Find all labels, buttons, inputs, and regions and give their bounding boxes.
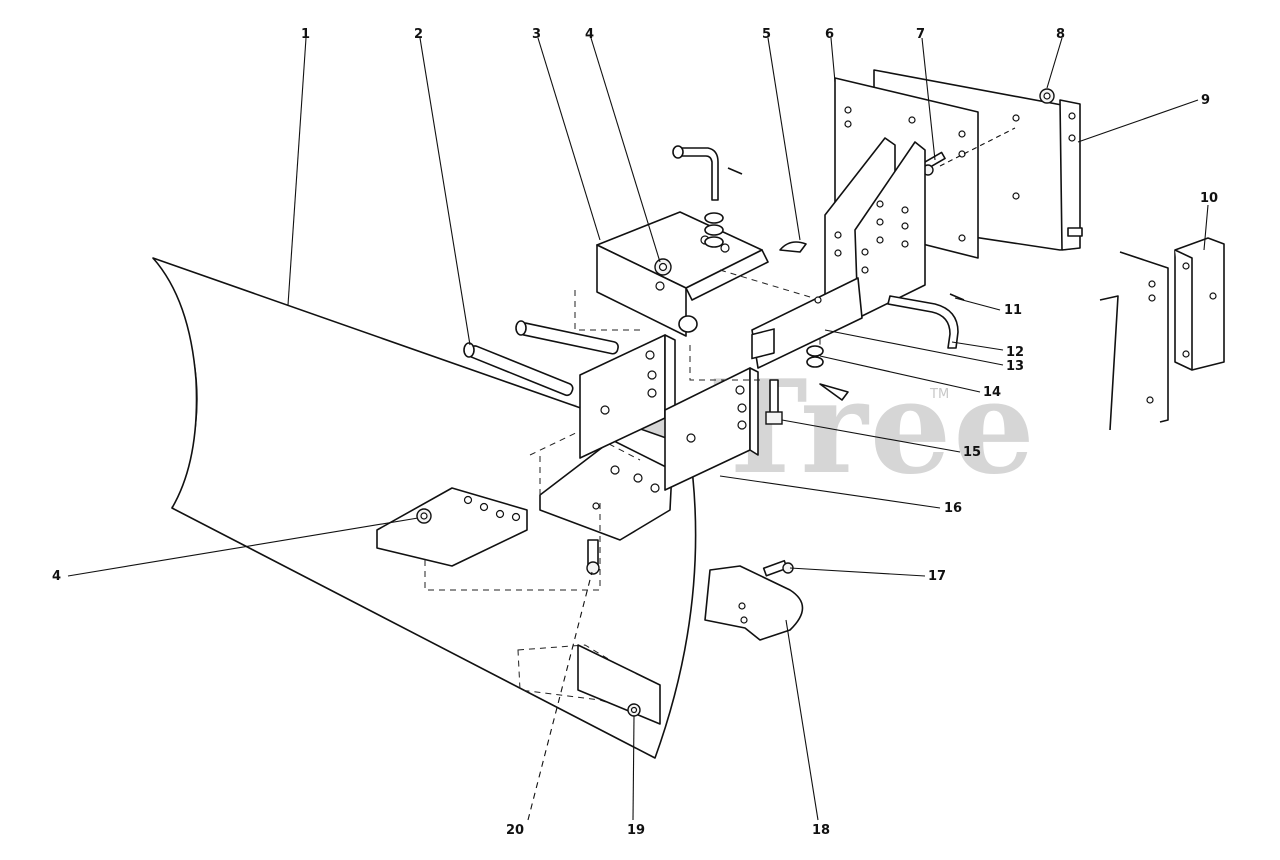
callout-20: 20 bbox=[506, 823, 524, 838]
tube-washers bbox=[806, 345, 824, 368]
callout-11: 11 bbox=[1004, 303, 1022, 318]
callout-3: 3 bbox=[532, 27, 541, 42]
callout-4-left: 4 bbox=[52, 569, 61, 584]
leader-lines bbox=[67, 37, 1209, 821]
callout-4-top: 4 bbox=[585, 27, 594, 42]
callout-15: 15 bbox=[963, 445, 981, 460]
pivot-pin-short bbox=[515, 320, 619, 355]
callout-5: 5 bbox=[762, 27, 771, 42]
callout-1: 1 bbox=[301, 27, 310, 42]
push-tube bbox=[751, 277, 863, 369]
cotter-pin bbox=[779, 241, 807, 253]
callout-9: 9 bbox=[1201, 93, 1210, 108]
callout-16: 16 bbox=[944, 501, 962, 516]
plate-nut bbox=[416, 508, 432, 524]
lock-pin-right bbox=[887, 293, 965, 349]
side-panel bbox=[1099, 251, 1169, 431]
callout-17: 17 bbox=[928, 569, 946, 584]
carriage-bolt bbox=[586, 539, 600, 575]
pivot-pin-long bbox=[463, 342, 574, 397]
blade-bolt-lower bbox=[627, 703, 641, 717]
callout-12: 12 bbox=[1006, 345, 1024, 360]
callout-7: 7 bbox=[916, 27, 925, 42]
hinge-bracket-right bbox=[664, 367, 759, 491]
callout-8: 8 bbox=[1056, 27, 1065, 42]
skid-bolt bbox=[762, 559, 794, 577]
skid-mount-outline bbox=[517, 644, 661, 721]
side-bracket bbox=[1174, 237, 1225, 371]
callout-18: 18 bbox=[812, 823, 830, 838]
callout-10: 10 bbox=[1200, 191, 1218, 206]
callout-19: 19 bbox=[627, 823, 645, 838]
pin-washers-top bbox=[704, 212, 724, 248]
callout-2: 2 bbox=[414, 27, 423, 42]
hex-bolt bbox=[765, 379, 783, 425]
watermark-trademark: TM bbox=[929, 387, 949, 402]
swivel-nut bbox=[654, 258, 672, 276]
callout-13: 13 bbox=[1006, 359, 1024, 374]
callout-6: 6 bbox=[825, 27, 834, 42]
callout-14: 14 bbox=[983, 385, 1001, 400]
callout-labels: 1 2 3 4 5 6 7 8 9 10 11 12 13 14 15 16 1… bbox=[52, 27, 1218, 838]
skid-mount-bar bbox=[577, 644, 661, 725]
skid-shoe bbox=[704, 565, 804, 641]
lock-pin-top bbox=[672, 145, 743, 201]
frame-nut bbox=[1039, 88, 1055, 104]
cotter-pin-lower bbox=[819, 383, 849, 401]
